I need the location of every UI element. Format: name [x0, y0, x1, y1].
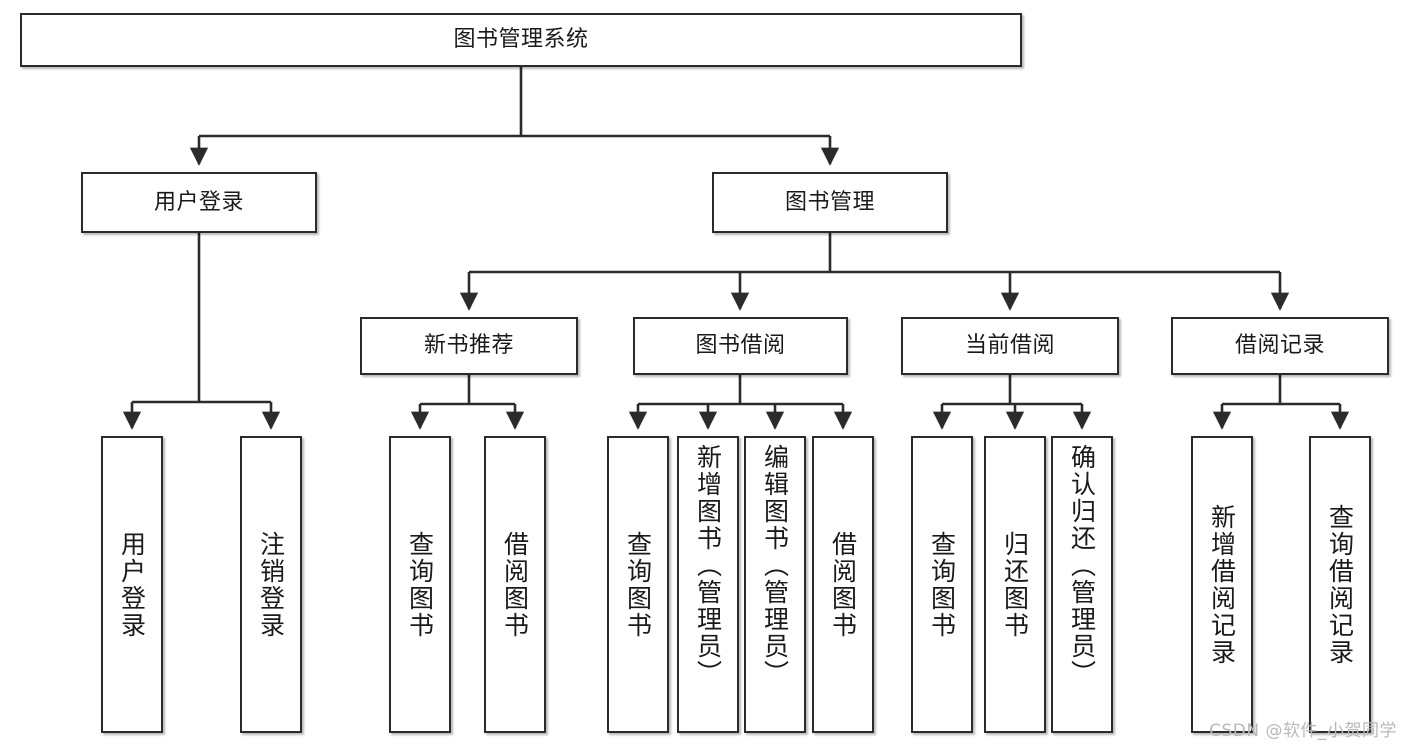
- leaf-add-borrow-record[interactable]: 新增借阅记录: [1191, 436, 1253, 733]
- node-root[interactable]: 图书管理系统: [20, 13, 1022, 67]
- leaf-user-login[interactable]: 用户登录: [101, 436, 163, 733]
- node-user-login-label: 用户登录: [153, 189, 244, 215]
- node-book-management-label: 图书管理: [784, 189, 875, 215]
- leaf-return-books[interactable]: 归还图书: [984, 436, 1046, 733]
- node-book-borrow-label: 图书借阅: [695, 333, 786, 359]
- node-current-borrow[interactable]: 当前借阅: [901, 317, 1119, 375]
- node-borrow-records[interactable]: 借阅记录: [1171, 317, 1389, 375]
- node-book-management[interactable]: 图书管理: [712, 172, 948, 233]
- node-new-book-recommend-label: 新书推荐: [423, 333, 514, 359]
- leaf-borrow-books-newbooks[interactable]: 借阅图书: [484, 436, 546, 733]
- leaf-query-borrow-record[interactable]: 查询借阅记录: [1309, 436, 1371, 733]
- leaf-borrow-books-label: 借阅图书: [828, 530, 858, 639]
- node-user-login[interactable]: 用户登录: [81, 172, 317, 233]
- leaf-query-borrow-record-label: 查询借阅记录: [1325, 503, 1355, 666]
- leaf-user-login-label: 用户登录: [117, 530, 147, 639]
- leaf-query-books-borrow-label: 查询图书: [623, 530, 653, 639]
- leaf-confirm-return-admin-label: 确认归还（管理员）: [1067, 444, 1097, 687]
- leaf-edit-book-admin[interactable]: 编辑图书（管理员）: [744, 436, 806, 733]
- leaf-borrow-books[interactable]: 借阅图书: [812, 436, 874, 733]
- leaf-logout-label: 注销登录: [256, 530, 286, 639]
- leaf-query-books-borrow[interactable]: 查询图书: [607, 436, 669, 733]
- leaf-query-books-current-label: 查询图书: [927, 530, 957, 639]
- leaf-add-borrow-record-label: 新增借阅记录: [1207, 503, 1237, 666]
- leaf-query-books-newbooks-label: 查询图书: [405, 530, 435, 639]
- csdn-watermark: CSDN @软件_小贺同学: [1209, 721, 1397, 741]
- leaf-add-book-admin-label: 新增图书（管理员）: [693, 444, 723, 687]
- leaf-query-books-newbooks[interactable]: 查询图书: [389, 436, 451, 733]
- leaf-edit-book-admin-label: 编辑图书（管理员）: [760, 444, 790, 687]
- node-borrow-records-label: 借阅记录: [1234, 333, 1325, 359]
- node-new-book-recommend[interactable]: 新书推荐: [360, 317, 578, 375]
- leaf-confirm-return-admin[interactable]: 确认归还（管理员）: [1051, 436, 1113, 733]
- leaf-query-books-current[interactable]: 查询图书: [911, 436, 973, 733]
- node-book-borrow[interactable]: 图书借阅: [633, 317, 848, 375]
- leaf-logout[interactable]: 注销登录: [240, 436, 302, 733]
- node-root-label: 图书管理系统: [453, 27, 589, 53]
- leaf-borrow-books-newbooks-label: 借阅图书: [500, 530, 530, 639]
- node-current-borrow-label: 当前借阅: [964, 333, 1055, 359]
- leaf-add-book-admin[interactable]: 新增图书（管理员）: [677, 436, 739, 733]
- leaf-return-books-label: 归还图书: [1000, 530, 1030, 639]
